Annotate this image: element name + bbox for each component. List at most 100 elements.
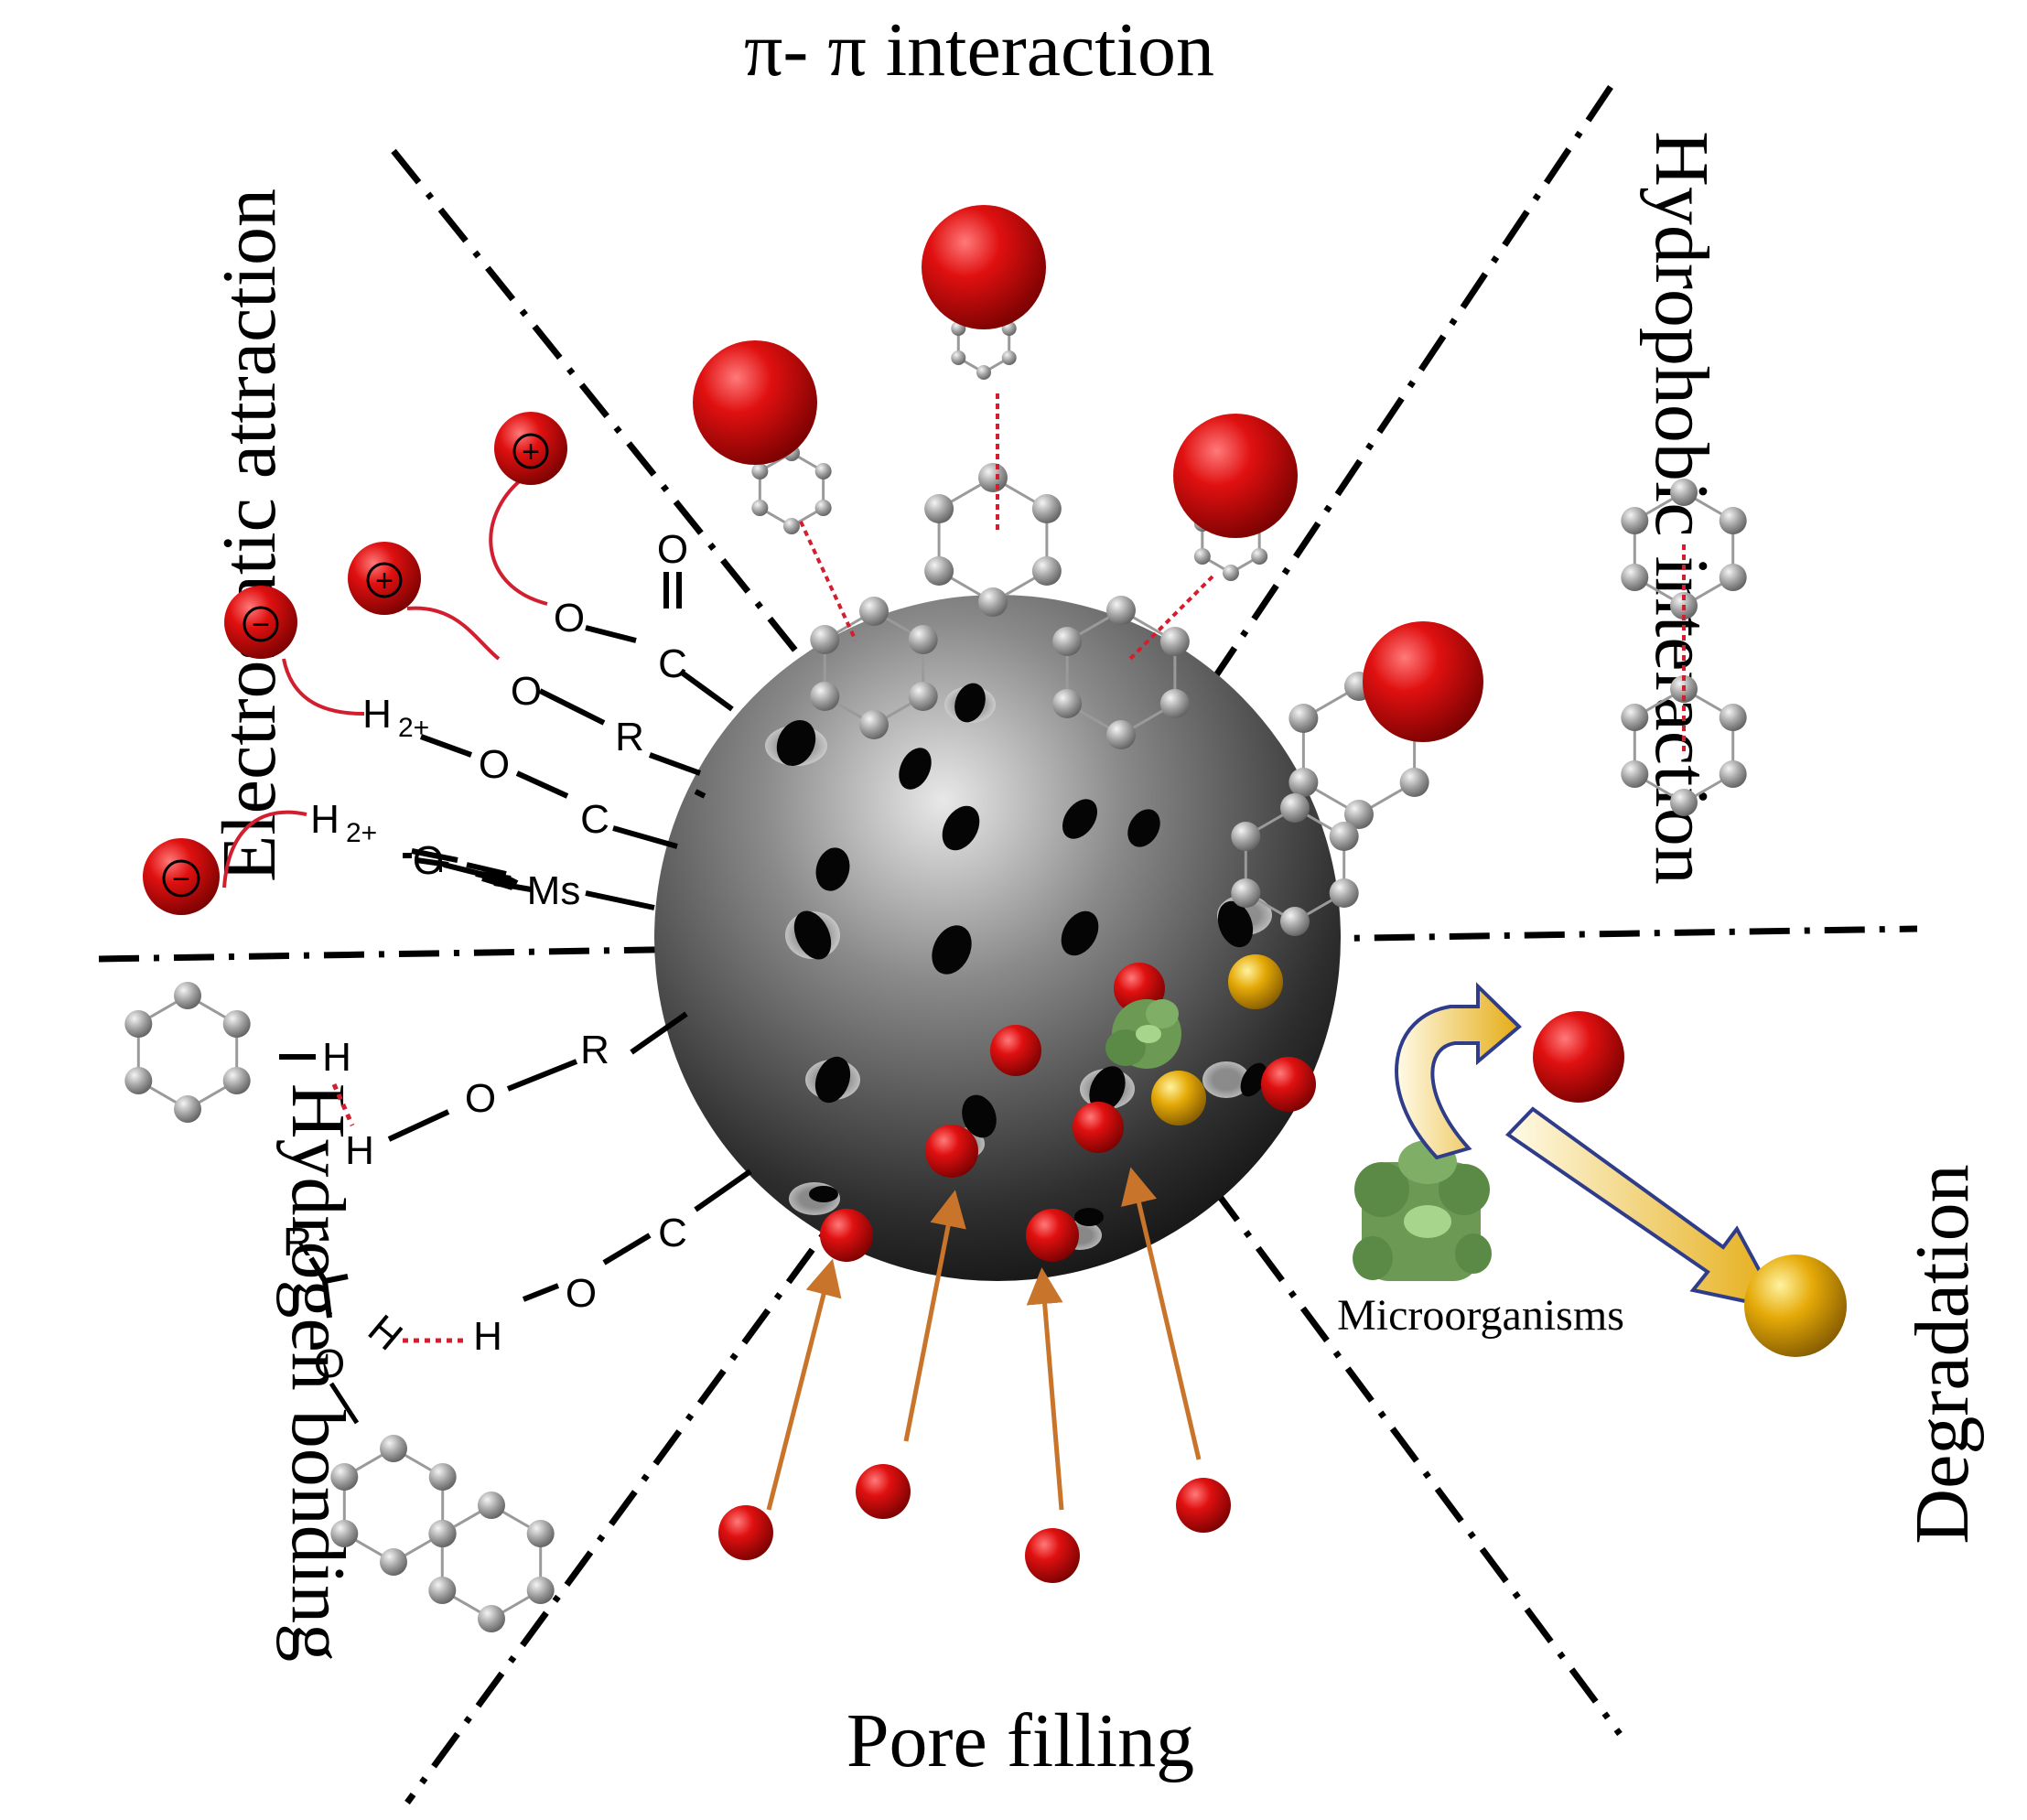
pi-pi-pollutant-2: [693, 340, 817, 465]
carbon-atom: [1159, 689, 1190, 718]
carbon-atom: [1031, 556, 1062, 586]
curved-arrow: [1395, 982, 1522, 1160]
carbon-atom: [1621, 704, 1649, 731]
pi-pi-pollutant-1: [922, 205, 1046, 329]
svg-text:C: C: [658, 1211, 687, 1255]
label-degradation: Degradation: [1900, 1164, 1985, 1544]
carbon-atom: [428, 1463, 457, 1491]
benzene-ring-hbond: [124, 982, 251, 1123]
carbon-atom: [810, 625, 840, 654]
degradation-product: [1744, 1255, 1847, 1357]
svg-text:O: O: [413, 838, 444, 883]
carbon-atom: [1223, 565, 1239, 581]
naphthalene-ring-2: [428, 1492, 555, 1632]
carbon-atom: [783, 518, 800, 534]
carbon-atom: [478, 1492, 505, 1519]
carbon-atom: [908, 625, 938, 654]
carbon-atom: [1329, 822, 1359, 851]
negative-ion-1: −: [224, 586, 297, 659]
carbon-atom: [1329, 878, 1359, 908]
svg-text:+: +: [522, 435, 540, 469]
degradation-arrow: [1504, 1106, 1784, 1311]
carbon-atom: [428, 1577, 457, 1604]
carbon-atom: [222, 1010, 251, 1038]
svg-text:O: O: [479, 742, 510, 787]
carbon-atom: [1621, 507, 1649, 534]
electrostatic-group: + + − − O O C O R H 2+ O C H 2+ O Ms: [143, 412, 734, 915]
svg-text:−: −: [172, 862, 190, 897]
svg-text:C: C: [658, 641, 687, 686]
svg-text:O: O: [314, 1341, 345, 1386]
carbon-atom: [1288, 704, 1319, 733]
carbon-atom: [380, 1548, 407, 1576]
pi-pi-pollutants: [693, 205, 1483, 742]
svg-text:Ms: Ms: [527, 868, 581, 913]
carbon-atom: [174, 982, 201, 1009]
carbon-atom: [1621, 760, 1649, 788]
carbon-atom: [1670, 479, 1698, 506]
svg-text:−: −: [252, 608, 270, 642]
molecular-models: [124, 307, 1747, 1632]
carbon-atom: [908, 682, 938, 711]
pi-ring-far-right-2: [1231, 793, 1359, 936]
carbon-atom: [751, 500, 769, 516]
pi-pi-pollutant-3: [1173, 414, 1298, 538]
carbon-atom: [330, 1463, 359, 1491]
svg-text:O: O: [566, 1271, 597, 1316]
svg-text:H: H: [345, 1128, 374, 1173]
carbon-atom: [1719, 564, 1747, 591]
microbe-on-sphere: [1105, 999, 1181, 1069]
positive-ion-2: +: [348, 542, 421, 615]
carbon-atom: [951, 350, 966, 365]
svg-text:+: +: [375, 564, 394, 598]
degradation-group: Microorganisms: [1337, 982, 1847, 1357]
carbon-atom: [526, 1577, 555, 1604]
label-electrostatic-attraction: Electrostatic attraction: [207, 188, 292, 882]
microorganisms-label: Microorganisms: [1337, 1291, 1624, 1340]
carbon-atom: [1719, 507, 1747, 534]
carbon-atom: [976, 365, 991, 380]
carbon-atom: [814, 463, 832, 479]
small-ring-left: [751, 445, 832, 534]
svg-text:2+: 2+: [346, 818, 377, 848]
carbon-atom: [124, 1067, 153, 1094]
carbon-atom: [1001, 350, 1017, 365]
carbon-atom: [1280, 793, 1310, 823]
pi-ring-left: [810, 597, 938, 739]
carbon-atom: [222, 1067, 251, 1094]
hydrophobic-ring-2: [1621, 675, 1747, 816]
svg-text:O: O: [465, 1076, 496, 1121]
carbon-atom: [1670, 789, 1698, 816]
carbon-atom: [1106, 720, 1136, 749]
positive-ion-1: +: [494, 412, 567, 485]
pore-filling-group: [718, 954, 1316, 1583]
negative-ion-2: −: [143, 838, 220, 915]
pores: [765, 683, 1272, 1250]
svg-text:O: O: [511, 669, 542, 714]
carbon-atom: [1231, 878, 1261, 908]
pollutant-before-degradation: [1533, 1011, 1624, 1103]
carbon-atom: [1031, 494, 1062, 523]
carbon-atom: [924, 494, 954, 523]
carbon-atom: [1106, 596, 1136, 625]
carbon-atom: [174, 1095, 201, 1123]
svg-text:R: R: [615, 715, 644, 759]
carbon-atom: [330, 1520, 359, 1547]
carbon-atom: [978, 587, 1008, 617]
carbon-atom: [1719, 760, 1747, 788]
carbon-atom: [526, 1520, 555, 1547]
carbon-atom: [810, 682, 840, 711]
carbon-atom: [124, 1010, 153, 1038]
carbon-atom: [1052, 689, 1083, 718]
carbon-atom: [1159, 627, 1190, 656]
label-hydrogen-bonding: Hydrogen bonding: [275, 1083, 361, 1662]
pi-ring-center: [924, 463, 1062, 617]
svg-text:H: H: [322, 1035, 351, 1080]
svg-text:C: C: [580, 797, 609, 842]
svg-text:O: O: [657, 527, 688, 572]
pi-pi-pollutant-4: [1363, 621, 1483, 742]
carbon-atom: [1280, 907, 1310, 936]
svg-text:H: H: [310, 797, 340, 842]
carbon-atom: [1193, 548, 1211, 565]
